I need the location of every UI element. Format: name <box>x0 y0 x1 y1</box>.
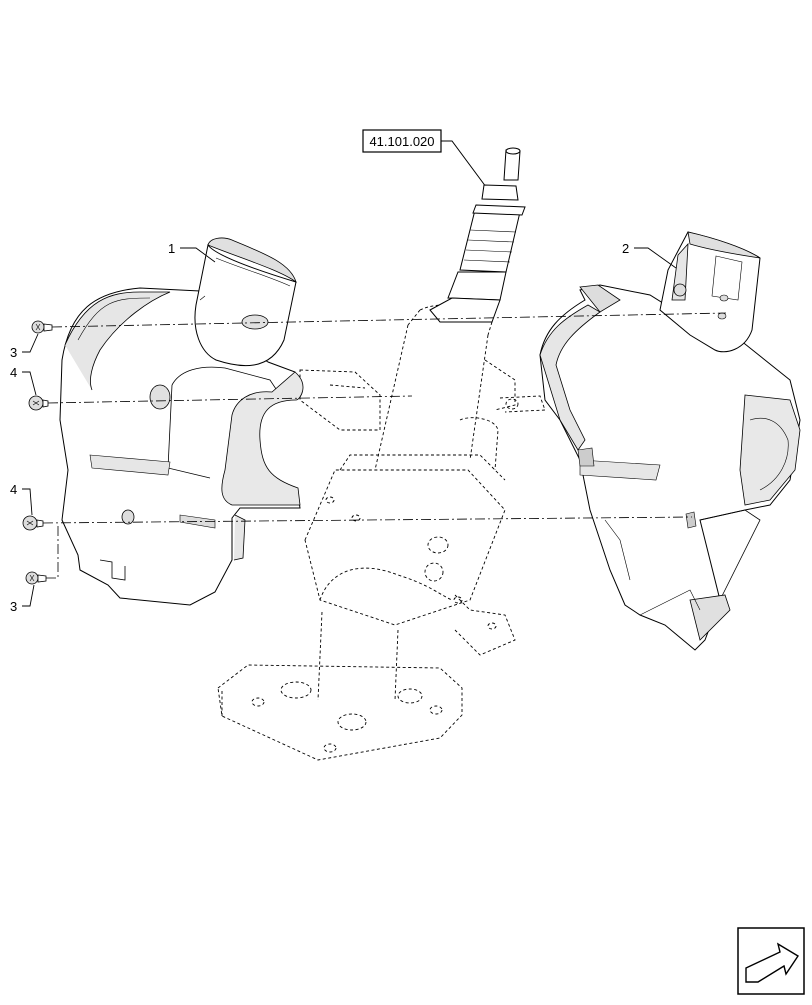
assembly-alignment-lines <box>42 312 727 579</box>
screw-icon <box>22 515 44 531</box>
left-cover-part <box>59 237 304 606</box>
screw-icon <box>31 320 53 334</box>
next-page-arrow-icon[interactable] <box>737 927 805 995</box>
steering-shaft <box>429 147 526 323</box>
callout-2: 2 <box>622 241 629 256</box>
callout-leaders <box>22 247 677 607</box>
callout-4-bottom: 4 <box>10 482 17 497</box>
screw-icon <box>25 571 47 585</box>
reference-label-text: 41.101.020 <box>369 134 434 149</box>
right-cover-part <box>539 231 801 651</box>
reference-label[interactable]: 41.101.020 <box>362 129 442 153</box>
screw-icon <box>28 395 49 411</box>
reference-leader-line <box>441 140 493 196</box>
callout-3-bottom: 3 <box>10 599 17 614</box>
steering-column <box>217 304 546 761</box>
callout-1: 1 <box>168 241 175 256</box>
callout-3-top: 3 <box>10 345 17 360</box>
callout-4-top: 4 <box>10 365 17 380</box>
